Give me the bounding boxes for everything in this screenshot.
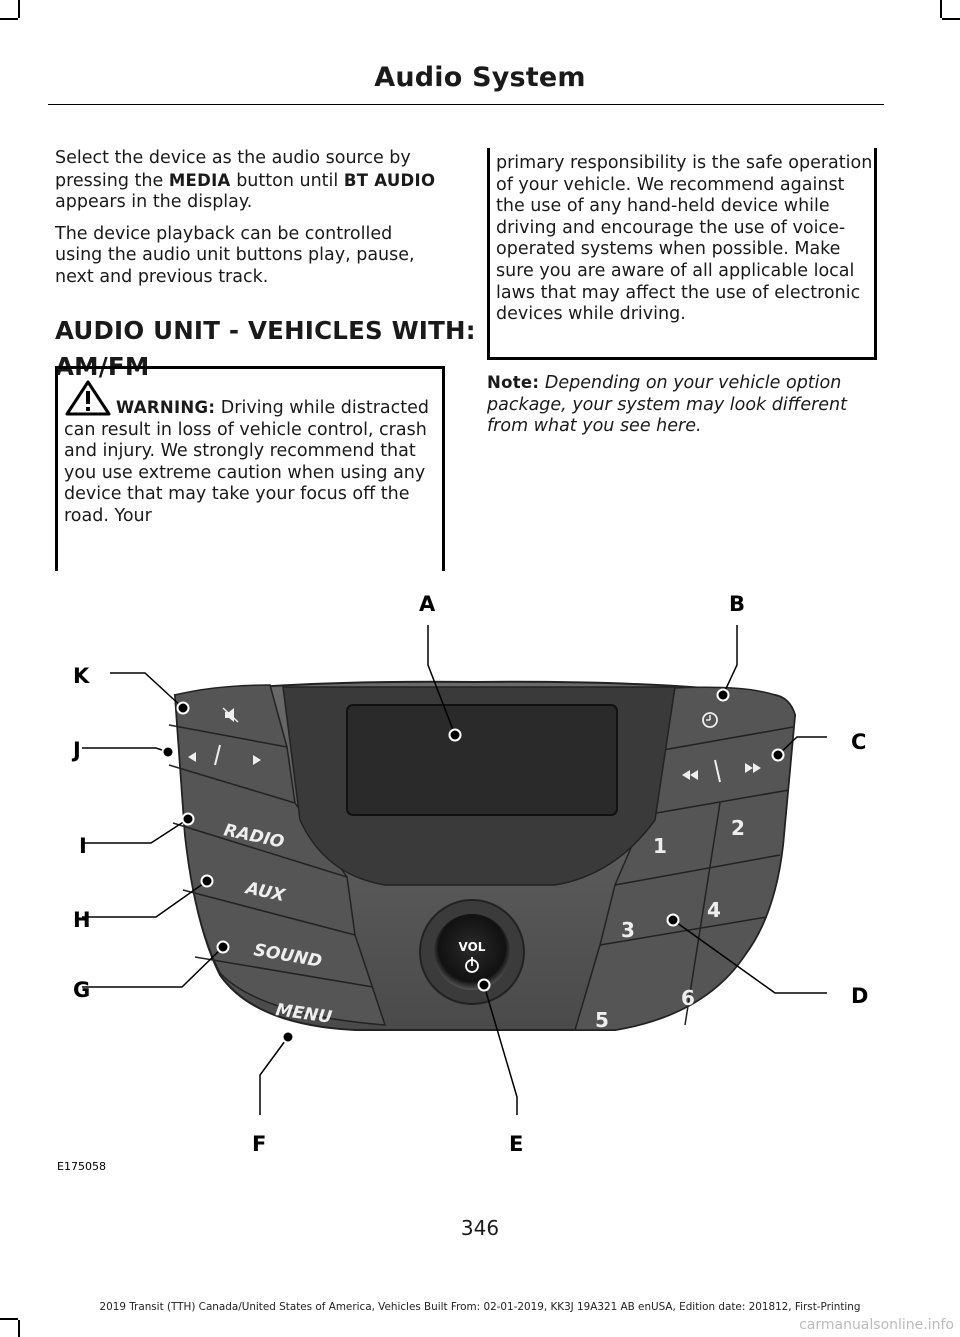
callout-dots (161, 688, 785, 1044)
media-label: MEDIA (168, 170, 231, 190)
preset-3: 3 (621, 918, 635, 942)
paragraph-playback: The device playback can be controlled us… (55, 223, 415, 287)
preset-6: 6 (681, 986, 695, 1010)
warning-box-continued: primary responsibility is the safe opera… (487, 148, 877, 360)
clock-icon (702, 712, 718, 728)
crop-mark (940, 0, 942, 18)
seek-arrows-icon (188, 744, 261, 766)
crop-mark (0, 1318, 18, 1320)
crop-mark (18, 1320, 20, 1337)
left-button-panel (174, 684, 387, 1026)
mute-icon (222, 707, 239, 723)
callout-b: B (729, 592, 745, 616)
callout-d: D (851, 984, 868, 1008)
figure-id: E175058 (57, 1160, 106, 1173)
bt-audio-label: BT AUDIO (343, 170, 436, 190)
warning-text-part1: Driving while distracted can result in l… (64, 398, 429, 526)
paragraph-media: Select the device as the audio source by… (55, 148, 440, 214)
warning-label: WARNING: (116, 398, 216, 417)
note-label: Note: (487, 373, 540, 392)
callout-h: H (73, 908, 91, 932)
note: Note: Depending on your vehicle option p… (487, 372, 867, 438)
callout-a: A (419, 592, 436, 616)
callout-c: C (851, 730, 866, 754)
warning-text-part2: primary responsibility is the safe opera… (496, 153, 873, 325)
warning-box: WARNING: Driving while distracted can re… (55, 366, 445, 571)
header-rule (48, 104, 884, 105)
crop-mark (0, 18, 18, 20)
watermark: carmanualsonline.info (799, 1317, 954, 1333)
vol-label: VOL (459, 940, 486, 954)
callout-f: F (252, 1132, 266, 1156)
preset-2: 2 (731, 816, 745, 840)
track-skip-icon (682, 759, 761, 783)
crop-mark (18, 0, 20, 18)
warning-triangle-icon (65, 380, 111, 416)
callout-j: J (71, 738, 81, 762)
section-heading: AUDIO UNIT - VEHICLES WITH: (55, 316, 476, 345)
page-number: 346 (460, 1216, 500, 1240)
volume-knob (434, 914, 510, 990)
left-column: Select the device as the audio source by… (55, 148, 440, 289)
callout-k: K (73, 664, 90, 688)
text: appears in the display. (55, 192, 253, 213)
callout-e: E (509, 1132, 523, 1156)
crop-mark (942, 18, 960, 20)
note-text: Depending on your vehicle option package… (487, 373, 847, 437)
display-screen (346, 704, 618, 816)
warning-text: WARNING: Driving while distracted can re… (64, 397, 444, 528)
preset-5: 5 (595, 1008, 609, 1032)
audio-unit-figure: VOL RADIO AUX SOUND MENU 1 2 3 4 5 6 (57, 592, 868, 1173)
page-title: Audio System (374, 62, 586, 93)
callout-g: G (73, 978, 90, 1002)
callout-i: I (79, 834, 87, 858)
right-button-panel (573, 686, 796, 1031)
preset-4: 4 (707, 898, 721, 922)
footer-text: 2019 Transit (TTH) Canada/United States … (99, 1301, 861, 1313)
text: Select the device as the audio source by… (55, 148, 411, 191)
text: button until (230, 170, 344, 191)
preset-1: 1 (653, 834, 667, 858)
